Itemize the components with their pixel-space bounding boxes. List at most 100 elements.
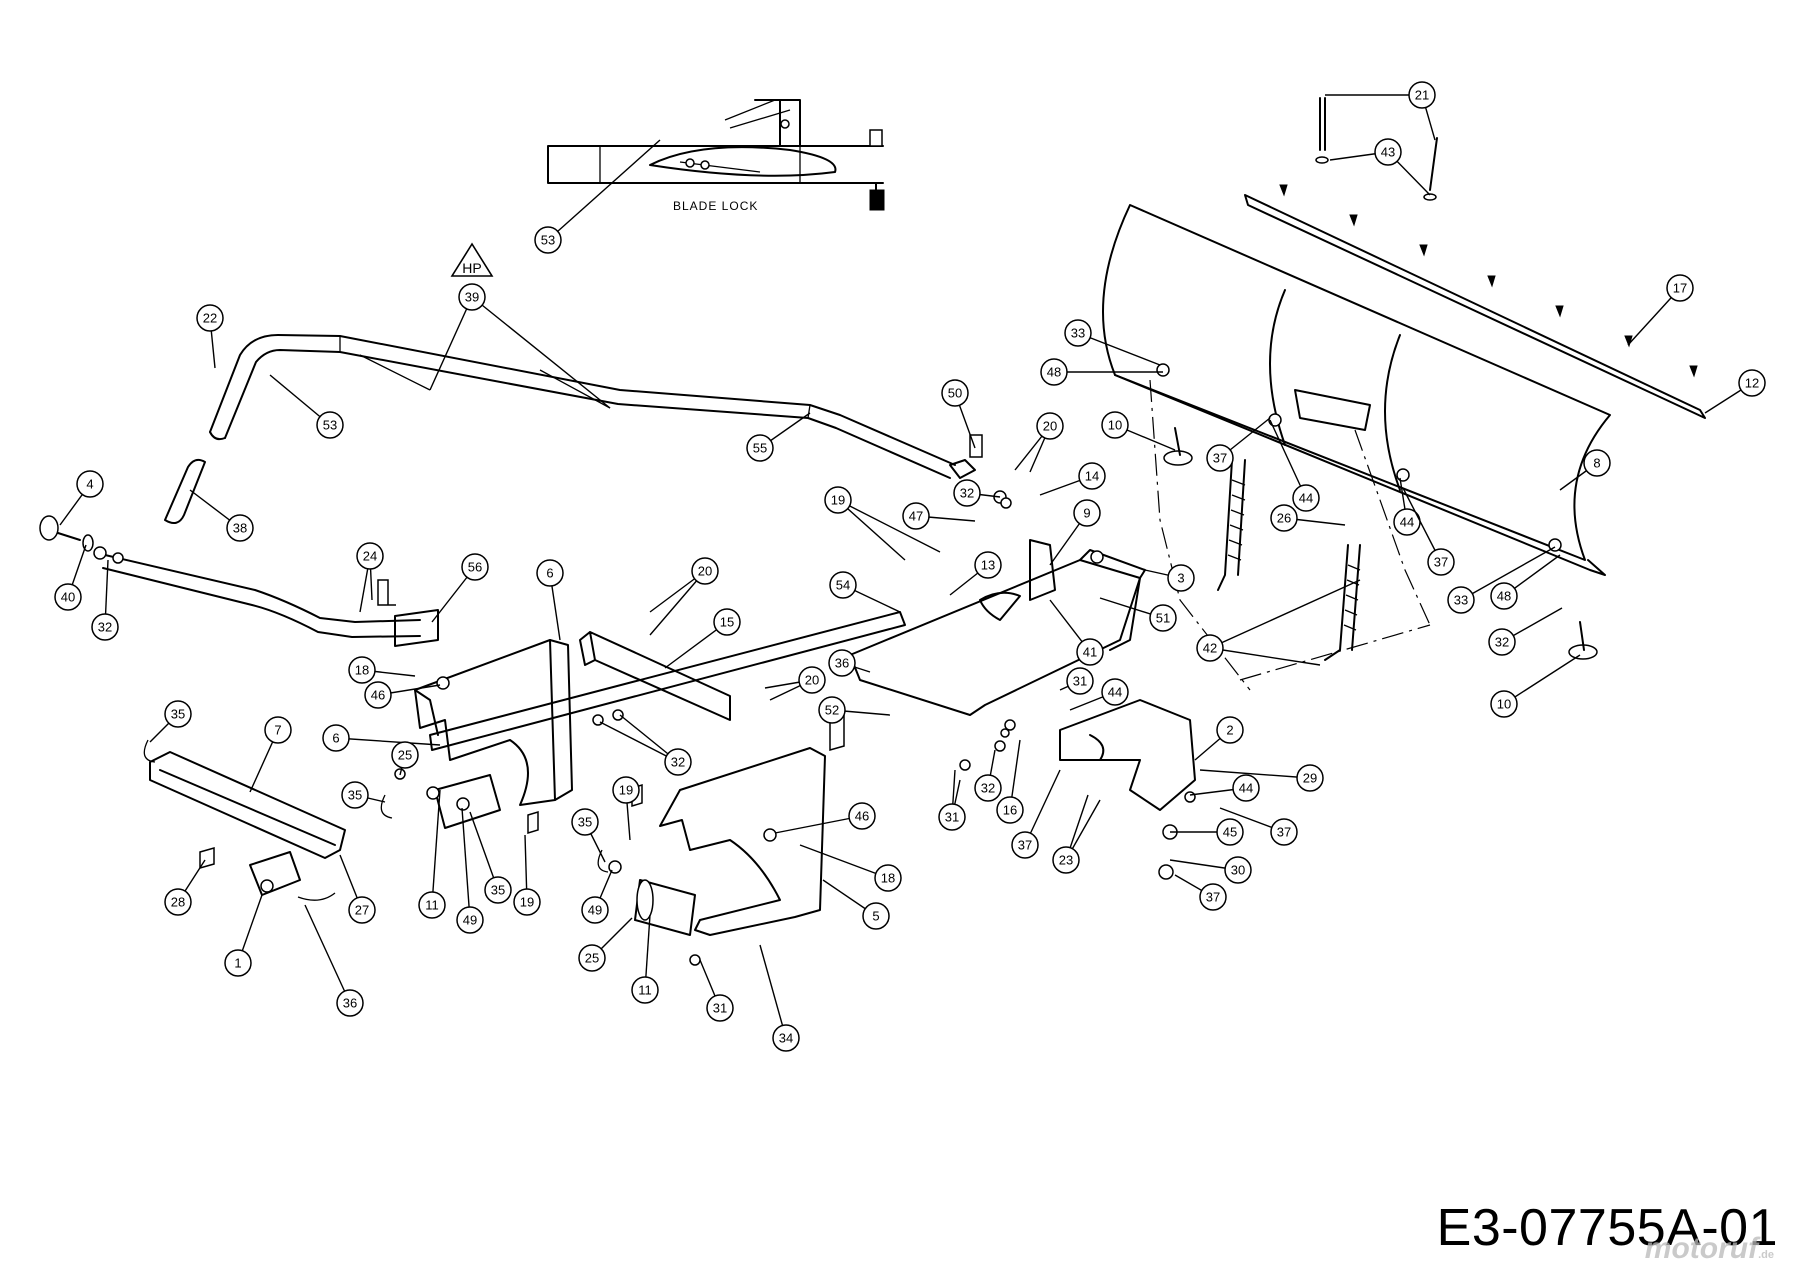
callout-37: 37: [1402, 487, 1455, 576]
callout-21: 21: [1325, 81, 1436, 141]
callout-27: 27: [339, 854, 376, 924]
skid-shoes: [1163, 427, 1598, 660]
callout-balloon: [196, 304, 224, 332]
callout-leader: [1269, 419, 1307, 499]
callout-number: 44: [1299, 491, 1313, 506]
callout-balloon: [612, 776, 640, 804]
callout-number: 28: [171, 895, 185, 910]
callout-number: 44: [1400, 515, 1414, 530]
callout-44: 44: [1069, 678, 1129, 711]
callout-balloon: [364, 681, 392, 709]
callout-number: 18: [881, 871, 895, 886]
callout-leader: [1024, 769, 1061, 846]
callout-37: 37: [1011, 769, 1061, 859]
hardware: [93, 363, 1562, 966]
pedal-link: [434, 774, 501, 829]
callout-leader: [1209, 647, 1321, 666]
callout-balloon: [1064, 319, 1092, 347]
callout-number: 27: [355, 903, 369, 918]
callout-leader: [1209, 579, 1361, 649]
callout-number: 53: [541, 233, 555, 248]
callout-balloon: [818, 696, 846, 724]
callout-balloon: [1490, 582, 1518, 610]
callout-balloon: [862, 902, 890, 930]
callout-number: 19: [831, 493, 845, 508]
callout-33: 33: [1447, 546, 1556, 614]
callout-balloon: [1666, 274, 1694, 302]
callout-number: 35: [578, 815, 592, 830]
callout-balloon: [264, 716, 292, 744]
callout-balloon: [848, 802, 876, 830]
callout-11: 11: [418, 789, 446, 919]
callout-balloon: [164, 888, 192, 916]
callout-balloon: [938, 803, 966, 831]
callout-number: 18: [355, 663, 369, 678]
callout-12: 12: [1704, 369, 1766, 414]
callout-balloon: [828, 649, 856, 677]
callout-balloon: [941, 379, 969, 407]
callout-balloon: [996, 796, 1024, 824]
callout-balloon: [484, 876, 512, 904]
callout-balloon: [1738, 369, 1766, 397]
callout-balloon: [224, 949, 252, 977]
callout-56: 56: [431, 553, 489, 623]
callout-4: 4: [59, 470, 104, 526]
callout-44: 44: [1393, 477, 1421, 536]
springs: [1217, 459, 1361, 661]
callout-number: 32: [98, 620, 112, 635]
callout-leader: [335, 737, 441, 746]
callout-number: 3: [1177, 571, 1184, 586]
callout-number: 17: [1673, 281, 1687, 296]
watermark-logo: motoruf.de: [1644, 1232, 1774, 1265]
callout-number: 48: [1047, 365, 1061, 380]
callout-number: 39: [465, 290, 479, 305]
callout-8: 8: [1559, 449, 1611, 491]
callout-36: 36: [828, 649, 871, 677]
callout-leader: [1077, 332, 1161, 366]
callout-26: 26: [1270, 504, 1346, 532]
callout-balloon: [418, 891, 446, 919]
callout-number: 54: [836, 578, 850, 593]
callout-leader: [774, 815, 863, 834]
callout-number: 16: [1003, 803, 1017, 818]
callout-balloon: [664, 748, 692, 776]
pivot-bracket-main: [849, 539, 1146, 716]
callout-number: 15: [720, 615, 734, 630]
callout-3: 3: [1144, 564, 1195, 592]
callout-leader: [469, 811, 499, 891]
callout-number: 23: [1059, 853, 1073, 868]
callout-31: 31: [1059, 667, 1094, 695]
callout-number: 22: [203, 311, 217, 326]
callout-balloon: [348, 896, 376, 924]
callout-balloon: [456, 906, 484, 934]
callout-number: 4: [86, 477, 93, 492]
callout-balloon: [322, 724, 350, 752]
callout-number: 37: [1206, 890, 1220, 905]
callout-balloon: [772, 1024, 800, 1052]
callout-leader: [799, 844, 889, 879]
callout-leader: [304, 904, 351, 1004]
callout-32: 32: [953, 479, 1001, 507]
callout-23: 23: [1052, 794, 1101, 874]
callout-35: 35: [149, 700, 192, 743]
callout-balloon: [226, 514, 254, 542]
callout-balloon: [578, 944, 606, 972]
callout-number: 37: [1018, 838, 1032, 853]
callout-balloon: [1199, 883, 1227, 911]
callout-leader: [1503, 654, 1581, 705]
callout-number: 45: [1223, 825, 1237, 840]
handle-knob: [39, 515, 94, 552]
callout-32: 32: [1488, 607, 1563, 656]
callout-leader: [1460, 546, 1556, 601]
callout-leader: [431, 789, 441, 906]
callout-number: 49: [588, 903, 602, 918]
callout-balloon: [1447, 586, 1475, 614]
callout-number: 32: [671, 755, 685, 770]
callout-35: 35: [469, 811, 512, 904]
callout-balloon: [1296, 764, 1324, 792]
callout-number: 2: [1226, 723, 1233, 738]
callout-10: 10: [1490, 654, 1581, 718]
callout-18: 18: [348, 656, 416, 684]
callout-balloon: [316, 411, 344, 439]
